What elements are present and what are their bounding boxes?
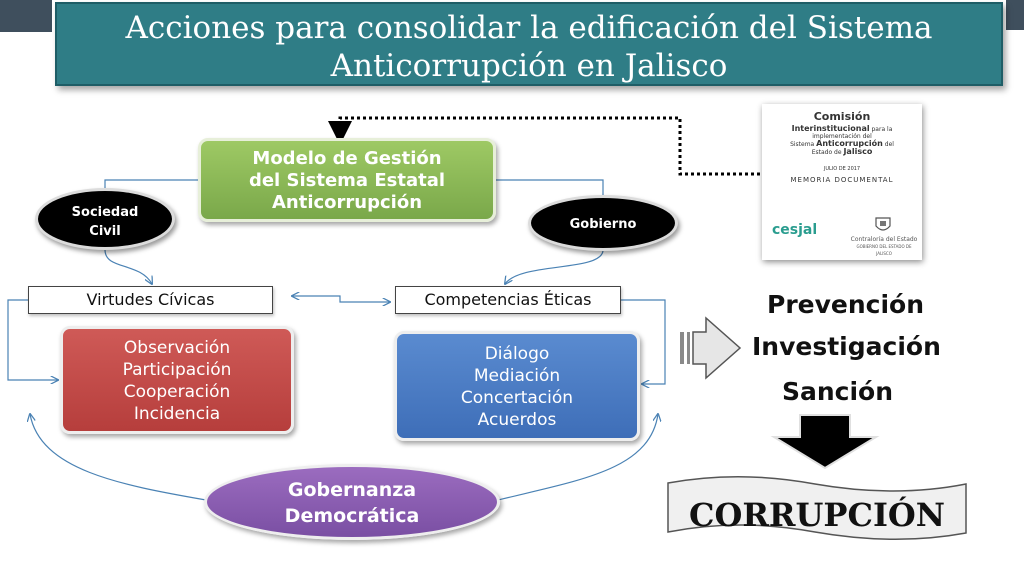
connector-virtudes-red xyxy=(7,299,58,380)
list-item: Cooperación xyxy=(123,382,231,402)
gobernanza-oval: Gobernanza Democrática xyxy=(204,464,500,540)
title-line-2: Anticorrupción en Jalisco xyxy=(330,48,728,84)
corrupcion-label: CORRUPCIÓN xyxy=(688,496,946,534)
contraloria-name: Contraloría del Estado xyxy=(850,236,918,243)
gobierno-oval: Gobierno xyxy=(528,195,678,251)
dotted-connector xyxy=(328,116,760,176)
virtudes-civicas-label: Virtudes Cívicas xyxy=(28,286,273,314)
list-item: Incidencia xyxy=(133,404,221,424)
sancion-label: Sanción xyxy=(782,377,894,406)
memoria-text: Anticorrupción xyxy=(816,139,883,148)
memoria-text: Interinstitucional xyxy=(791,124,870,133)
connector-competencias-blue xyxy=(621,299,666,384)
state-emblem-icon xyxy=(875,217,891,231)
model-line: del Sistema Estatal xyxy=(248,170,446,191)
memoria-text: Estado de xyxy=(811,149,842,156)
slide-title: Acciones para consolidar la edificación … xyxy=(55,2,1003,86)
memoria-text: implementación del xyxy=(812,133,872,140)
civic-actions-box: Observación Participación Cooperación In… xyxy=(60,326,294,434)
memoria-text: para la xyxy=(871,126,893,133)
contraloria-sub: GOBIERNO DEL ESTADO DE JALISCO xyxy=(856,244,912,256)
memoria-date: JULIO DE 2017 xyxy=(823,166,861,172)
title-accent-strip xyxy=(0,0,52,32)
list-item: Participación xyxy=(122,360,232,380)
title-line-1: Acciones para consolidar la edificación … xyxy=(125,10,933,46)
title-accent-strip-right xyxy=(1006,0,1024,30)
sociedad-civil-oval: Sociedad Civil xyxy=(35,188,175,250)
corrupcion-banner: CORRUPCIÓN xyxy=(668,478,966,544)
gobernanza-line: Gobernanza xyxy=(287,479,417,501)
connector-civil-virtudes xyxy=(104,249,152,284)
prevencion-label: Prevención xyxy=(767,290,925,319)
competencias-eticas-label: Competencias Éticas xyxy=(395,286,621,314)
list-item: Diálogo xyxy=(484,344,550,364)
list-item: Concertación xyxy=(460,388,574,408)
memoria-doc-label: MEMORIA DOCUMENTAL xyxy=(790,176,894,184)
memoria-text: Sistema xyxy=(790,141,815,148)
memoria-title: Comisión xyxy=(813,110,871,123)
arrow-down-icon xyxy=(770,414,880,470)
civil-line: Civil xyxy=(89,224,121,239)
memoria-text: del xyxy=(884,141,894,148)
arrow-right-icon xyxy=(680,316,742,380)
model-line: Anticorrupción xyxy=(271,192,423,213)
connector-gobernanza-left xyxy=(30,414,207,501)
connector-gobierno-competencias xyxy=(505,250,604,284)
memoria-documental-cover: Comisión Interinstitucional para la impl… xyxy=(762,104,922,260)
corrupcion-banner-shape xyxy=(667,476,967,540)
connector-gobernanza-right xyxy=(497,414,658,501)
list-item: Acuerdos xyxy=(477,410,557,430)
investigacion-label: Investigación xyxy=(752,332,941,361)
memoria-subtitle: Interinstitucional para la implementació… xyxy=(762,124,922,157)
connector-model-gobierno xyxy=(496,179,604,198)
connector-virtudes-competencias xyxy=(292,296,390,302)
cesjal-logo: cesjal xyxy=(772,222,818,238)
memoria-text: Jalisco xyxy=(843,147,873,156)
list-item: Mediación xyxy=(473,366,561,386)
model-line: Modelo de Gestión xyxy=(252,148,442,169)
gobierno-label: Gobierno xyxy=(569,217,637,232)
gobernanza-line: Democrática xyxy=(284,505,420,527)
contraloria-logo: Contraloría del Estado GOBIERNO DEL ESTA… xyxy=(850,236,918,257)
model-box: Modelo de Gestión del Sistema Estatal An… xyxy=(198,138,496,222)
ethical-actions-box: Diálogo Mediación Concertación Acuerdos xyxy=(394,331,640,441)
list-item: Observación xyxy=(123,338,231,358)
civil-line: Sociedad xyxy=(71,205,139,220)
